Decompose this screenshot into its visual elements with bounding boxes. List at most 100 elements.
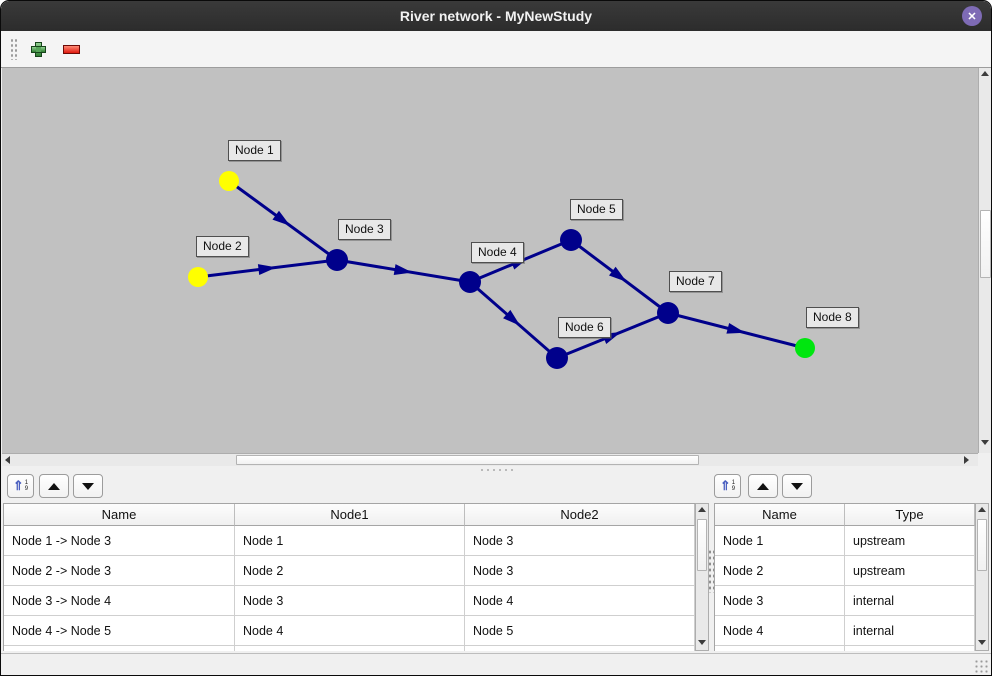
node-label: Node 7 bbox=[669, 271, 722, 292]
window-title: River network - MyNewStudy bbox=[399, 8, 593, 24]
scroll-up-button[interactable] bbox=[698, 507, 706, 512]
node-label: Node 4 bbox=[471, 242, 524, 263]
node-label: Node 3 bbox=[338, 219, 391, 240]
pane-splitter[interactable] bbox=[1, 466, 991, 473]
splitter-grip-icon bbox=[479, 467, 513, 472]
links-move-down-button[interactable] bbox=[73, 474, 103, 498]
arrow-left-icon bbox=[5, 456, 10, 464]
network-node[interactable] bbox=[188, 267, 208, 287]
edge-arrow-icon bbox=[257, 264, 277, 276]
network-node[interactable] bbox=[459, 271, 481, 293]
minus-icon bbox=[62, 44, 80, 54]
arrow-down-icon bbox=[698, 640, 706, 645]
move-up-icon bbox=[48, 482, 60, 490]
table-row-partial bbox=[715, 646, 975, 651]
resize-grip[interactable] bbox=[974, 659, 988, 673]
nodes-move-down-button[interactable] bbox=[782, 474, 812, 498]
titlebar[interactable]: River network - MyNewStudy ✕ bbox=[1, 1, 991, 31]
arrow-down-icon bbox=[981, 440, 989, 445]
network-node[interactable] bbox=[219, 171, 239, 191]
edge-arrow-icon bbox=[726, 322, 746, 334]
table-cell: internal bbox=[845, 586, 975, 616]
table-cell: Node 4 bbox=[715, 616, 845, 646]
status-bar bbox=[1, 653, 991, 675]
network-node[interactable] bbox=[326, 249, 348, 271]
table-cell: Node 2 bbox=[715, 556, 845, 586]
scroll-down-button[interactable] bbox=[978, 640, 986, 645]
arrow-up-icon bbox=[978, 507, 986, 512]
add-button[interactable] bbox=[26, 37, 50, 61]
arrow-up-icon bbox=[981, 71, 989, 76]
network-node[interactable] bbox=[795, 338, 815, 358]
node-label: Node 5 bbox=[570, 199, 623, 220]
table-cell: Node 4 bbox=[235, 616, 465, 646]
vscroll-thumb[interactable] bbox=[697, 519, 707, 571]
table-cell: Node 2 bbox=[235, 556, 465, 586]
scroll-left-button[interactable] bbox=[5, 456, 10, 464]
edge-arrow-icon bbox=[503, 309, 521, 326]
column-header[interactable]: Type bbox=[845, 504, 975, 526]
column-header[interactable]: Node2 bbox=[465, 504, 695, 526]
edge-arrow-icon bbox=[609, 266, 627, 282]
table-cell: upstream bbox=[845, 526, 975, 556]
nodes-move-up-button[interactable] bbox=[748, 474, 778, 498]
table-cell: Node 3 -> Node 4 bbox=[4, 586, 235, 616]
canvas-hscrollbar[interactable] bbox=[2, 453, 978, 466]
scroll-down-button[interactable] bbox=[698, 640, 706, 645]
table-cell: internal bbox=[845, 616, 975, 646]
scroll-up-button[interactable] bbox=[981, 71, 989, 76]
column-header[interactable]: Node1 bbox=[235, 504, 465, 526]
links-move-up-button[interactable] bbox=[39, 474, 69, 498]
table-cell: Node 2 -> Node 3 bbox=[4, 556, 235, 586]
network-node[interactable] bbox=[560, 229, 582, 251]
node-label: Node 1 bbox=[228, 140, 281, 161]
table-cell bbox=[715, 646, 845, 651]
column-header[interactable]: Name bbox=[4, 504, 235, 526]
edge-arrow-icon bbox=[393, 264, 413, 275]
canvas-vscrollbar[interactable] bbox=[978, 68, 991, 453]
scroll-right-button[interactable] bbox=[964, 456, 969, 464]
table-cell: Node 3 bbox=[465, 526, 695, 556]
edge-arrow-icon bbox=[272, 210, 291, 226]
table-cell: Node 5 bbox=[465, 616, 695, 646]
nodes-table-scrollbar[interactable] bbox=[975, 503, 989, 651]
column-header[interactable]: Name bbox=[715, 504, 845, 526]
panel-splitter[interactable] bbox=[708, 549, 714, 593]
close-button[interactable]: ✕ bbox=[962, 6, 982, 26]
table-row-partial bbox=[4, 646, 695, 651]
table-cell bbox=[4, 646, 235, 651]
network-node[interactable] bbox=[657, 302, 679, 324]
move-down-icon bbox=[82, 482, 94, 490]
vscroll-thumb[interactable] bbox=[980, 210, 991, 278]
remove-button[interactable] bbox=[59, 37, 83, 61]
scroll-up-button[interactable] bbox=[978, 507, 986, 512]
table-cell: Node 4 bbox=[465, 586, 695, 616]
main-toolbar bbox=[1, 31, 991, 68]
table-cell: Node 3 bbox=[715, 586, 845, 616]
table-cell: Node 1 bbox=[715, 526, 845, 556]
network-node[interactable] bbox=[546, 347, 568, 369]
vscroll-thumb[interactable] bbox=[977, 519, 987, 571]
toolbar-grip-handle[interactable] bbox=[10, 38, 17, 60]
hscroll-thumb[interactable] bbox=[236, 455, 699, 465]
table-cell: Node 4 -> Node 5 bbox=[4, 616, 235, 646]
links-table-scrollbar[interactable] bbox=[695, 503, 709, 651]
move-up-icon bbox=[757, 482, 769, 490]
scroll-down-button[interactable] bbox=[981, 440, 989, 445]
